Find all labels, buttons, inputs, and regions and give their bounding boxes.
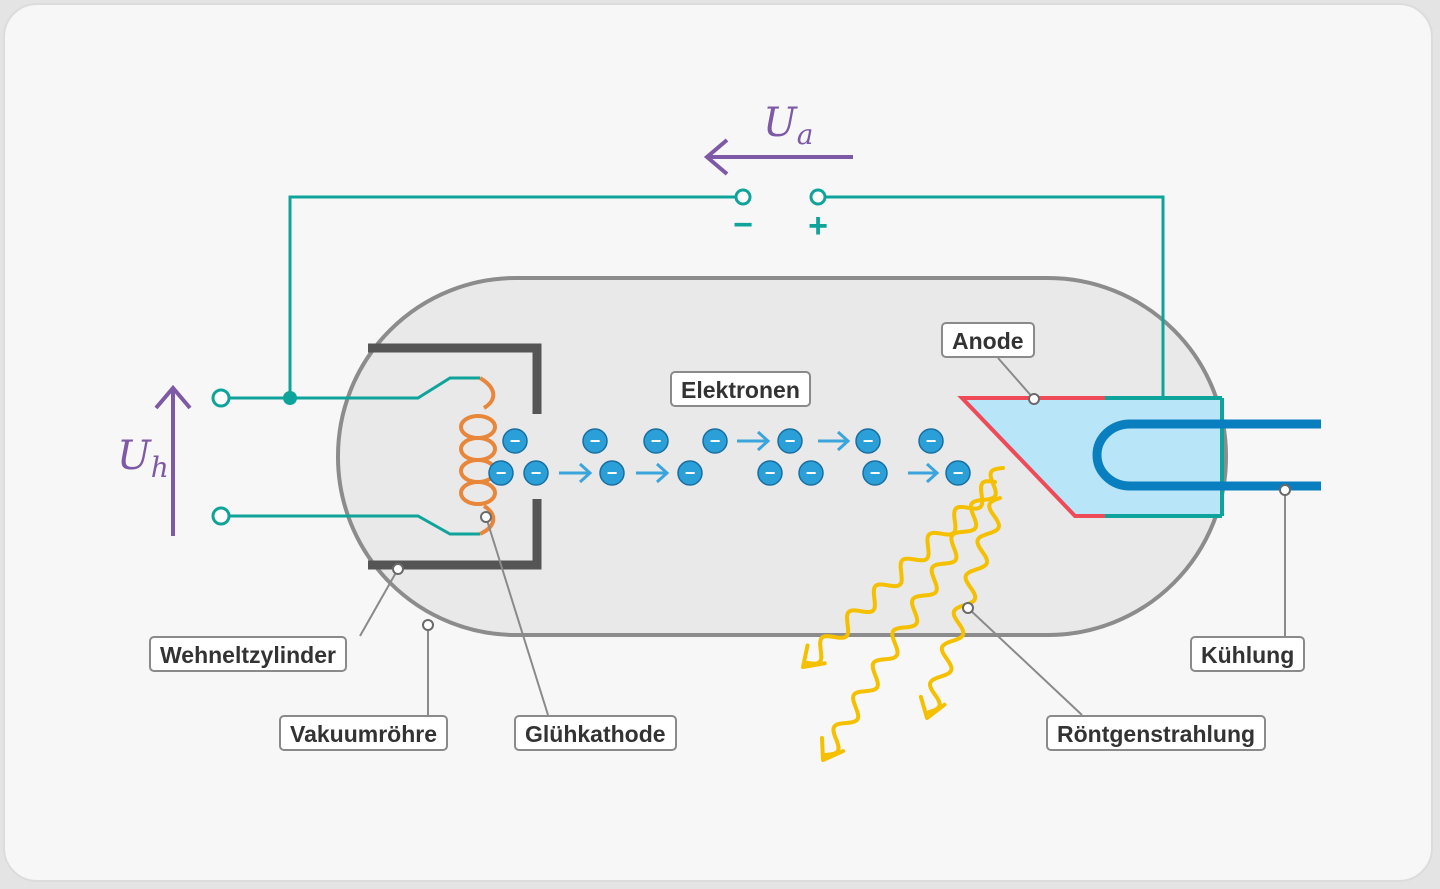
wehnelt-cylinder-top — [368, 343, 542, 414]
electron — [677, 460, 703, 486]
electron-charge-sign: − — [806, 463, 817, 483]
electron — [945, 460, 971, 486]
electron — [582, 428, 608, 454]
leader-dots — [392, 393, 1291, 631]
anode-circuit-wire-plus — [818, 195, 1165, 398]
electron-charge-sign: − — [870, 463, 881, 483]
electron — [862, 460, 888, 486]
terminal-minus — [734, 188, 752, 206]
electron-charge-sign: − — [685, 463, 696, 483]
anode-voltage-arrow — [703, 138, 853, 176]
label-vacuum-tube: Vakuumröhre — [279, 715, 448, 751]
electron-charge-sign: − — [496, 463, 507, 483]
electron — [918, 428, 944, 454]
cooling-pipe — [1092, 419, 1321, 491]
label-xray-radiation: Röntgenstrahlung — [1046, 715, 1267, 751]
electron — [599, 460, 625, 486]
electron-charge-sign: − — [765, 463, 776, 483]
electron-charge-sign: − — [863, 431, 874, 451]
terminal-plus — [809, 188, 827, 206]
electron — [502, 428, 528, 454]
leader-lines — [359, 357, 1286, 716]
electron-charge-sign: − — [651, 431, 662, 451]
electron-charge-sign: − — [590, 431, 601, 451]
xray-wave — [820, 466, 1005, 762]
xray-wave — [801, 479, 997, 669]
heater-wire-top — [221, 376, 480, 400]
glow-cathode-coil — [459, 376, 497, 536]
electron — [798, 460, 824, 486]
electron-flow-arrows — [559, 430, 940, 484]
heater-wire-bottom — [221, 514, 480, 536]
terminal-heater-top — [211, 388, 231, 408]
wehnelt-cylinder-bottom — [368, 499, 542, 570]
electron — [523, 460, 549, 486]
label-anode: Anode — [941, 322, 1035, 358]
electron-charge-sign: − — [926, 431, 937, 451]
electron — [855, 428, 881, 454]
minus-sign: − — [733, 206, 753, 244]
label-glow-cathode: Glühkathode — [514, 715, 677, 751]
anode-circuit-wire — [288, 195, 743, 398]
label-electrons: Elektronen — [670, 371, 811, 407]
electron-charge-sign: − — [785, 431, 796, 451]
vacuum-tube — [336, 276, 1228, 637]
electron — [488, 460, 514, 486]
electron — [643, 428, 669, 454]
electron-charge-sign: − — [710, 431, 721, 451]
electron-charge-sign: − — [607, 463, 618, 483]
electron-group: −−−−−−−−−−−−−−− — [488, 428, 971, 486]
heater-voltage-arrow — [154, 384, 192, 536]
electron — [757, 460, 783, 486]
anode-voltage-symbol: Ua — [763, 100, 813, 151]
terminal-heater-bottom — [211, 506, 231, 526]
label-wehnelt-cylinder: Wehneltzylinder — [149, 636, 347, 672]
junction-dot — [283, 391, 297, 405]
electron-charge-sign: − — [953, 463, 964, 483]
label-cooling: Kühlung — [1190, 636, 1306, 672]
plus-sign: + — [808, 207, 828, 245]
heater-voltage-symbol: Uh — [117, 433, 169, 484]
electron-charge-sign: − — [510, 431, 521, 451]
electron — [702, 428, 728, 454]
electron-charge-sign: − — [531, 463, 542, 483]
electron — [777, 428, 803, 454]
